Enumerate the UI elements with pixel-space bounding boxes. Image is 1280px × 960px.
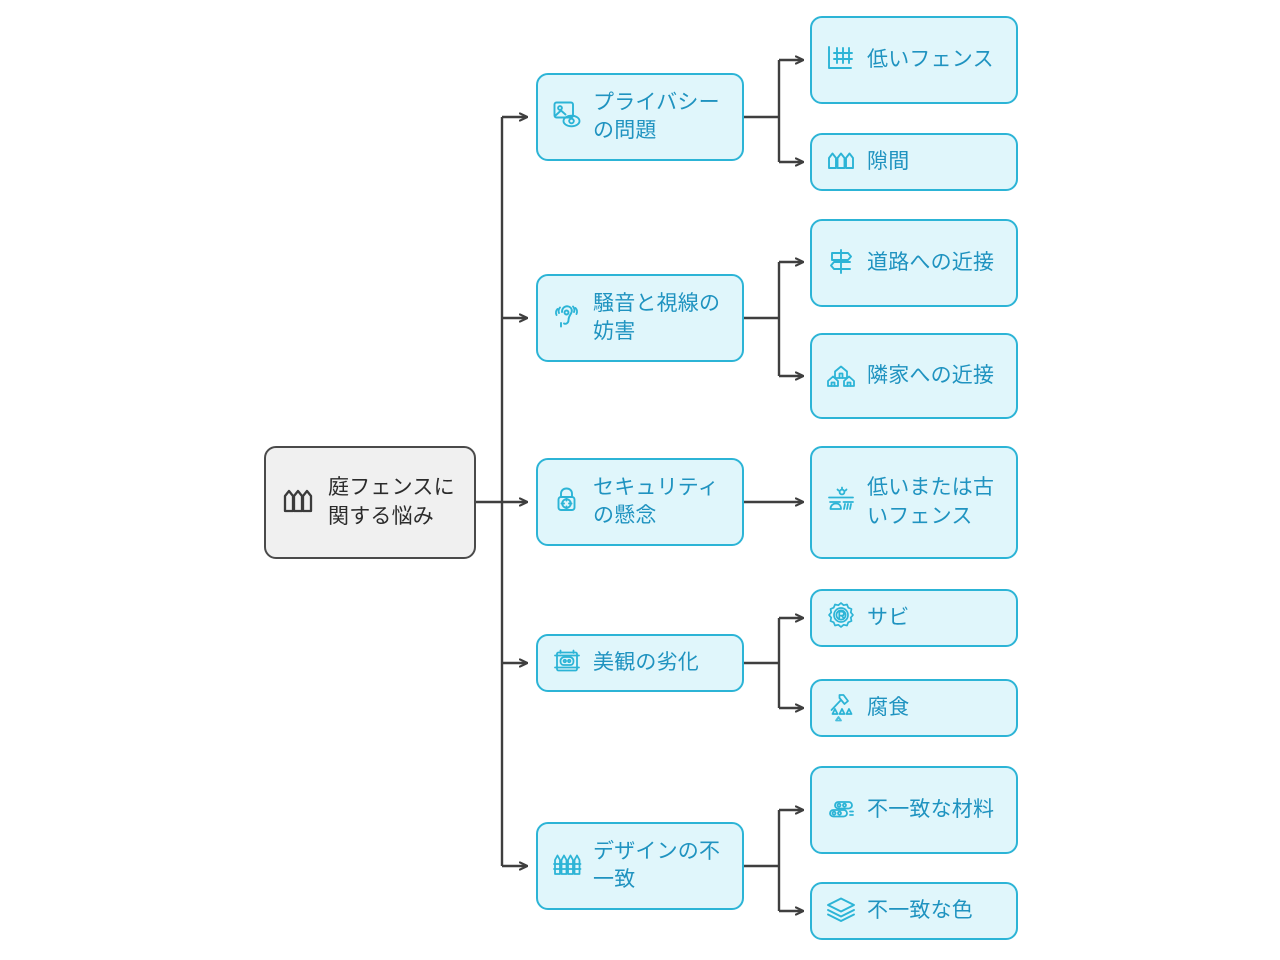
branch-node-security[interactable]: セキュリティの懸念 [536, 458, 744, 546]
low-fence-icon [824, 41, 858, 80]
branch-label: プライバシーの問題 [593, 90, 720, 142]
leaf-label: 隣家への近接 [867, 363, 995, 387]
leaf-label: サビ [867, 605, 910, 629]
leaf-node-low-fence[interactable]: 低いフェンス [810, 16, 1018, 104]
leaf-label: 隙間 [867, 149, 910, 173]
branch-node-design[interactable]: デザインの不一致 [536, 822, 744, 910]
fence-gap-icon [824, 143, 858, 182]
branch-node-privacy[interactable]: プライバシーの問題 [536, 73, 744, 161]
root-label: 庭フェンスに関する悩み [328, 476, 455, 528]
image-eye-icon [550, 98, 584, 137]
leaf-node-mismatched-colors[interactable]: 不一致な色 [810, 882, 1018, 940]
framed-picture-icon [550, 644, 584, 683]
branch-node-aesthetics[interactable]: 美観の劣化 [536, 634, 744, 692]
picket-fence-icon [550, 847, 584, 886]
branch-label: 騒音と視線の妨害 [593, 291, 721, 343]
old-fence-icon [824, 483, 858, 522]
fence-icon [278, 480, 318, 525]
leaf-node-corrosion[interactable]: 腐食 [810, 679, 1018, 737]
leaf-label: 低いまたは古いフェンス [867, 476, 995, 528]
ear-sound-icon [550, 299, 584, 338]
leaf-label: 腐食 [867, 695, 910, 719]
leaf-label: 不一致な色 [867, 898, 973, 922]
neighbor-houses-icon [824, 357, 858, 396]
branch-label: 美観の劣化 [593, 650, 699, 674]
rust-badge-icon [824, 599, 858, 638]
corrosion-icon [824, 689, 858, 728]
road-sign-icon [824, 244, 858, 283]
leaf-label: 道路への近接 [867, 250, 995, 274]
materials-stack-icon [824, 791, 858, 830]
leaf-node-neighbor-proximity[interactable]: 隣家への近接 [810, 333, 1018, 419]
branch-label: デザインの不一致 [593, 839, 721, 891]
leaf-node-gap[interactable]: 隙間 [810, 133, 1018, 191]
leaf-label: 不一致な材料 [867, 797, 995, 821]
leaf-label: 低いフェンス [867, 47, 994, 71]
branch-label: セキュリティの懸念 [593, 475, 719, 527]
leaf-node-old-fence[interactable]: 低いまたは古いフェンス [810, 446, 1018, 559]
leaf-node-rust[interactable]: サビ [810, 589, 1018, 647]
padlock-icon [550, 483, 584, 522]
leaf-node-road-proximity[interactable]: 道路への近接 [810, 219, 1018, 307]
leaf-node-mismatched-materials[interactable]: 不一致な材料 [810, 766, 1018, 854]
root-node[interactable]: 庭フェンスに関する悩み [264, 446, 476, 559]
layers-icon [824, 892, 858, 931]
branch-node-noise[interactable]: 騒音と視線の妨害 [536, 274, 744, 362]
